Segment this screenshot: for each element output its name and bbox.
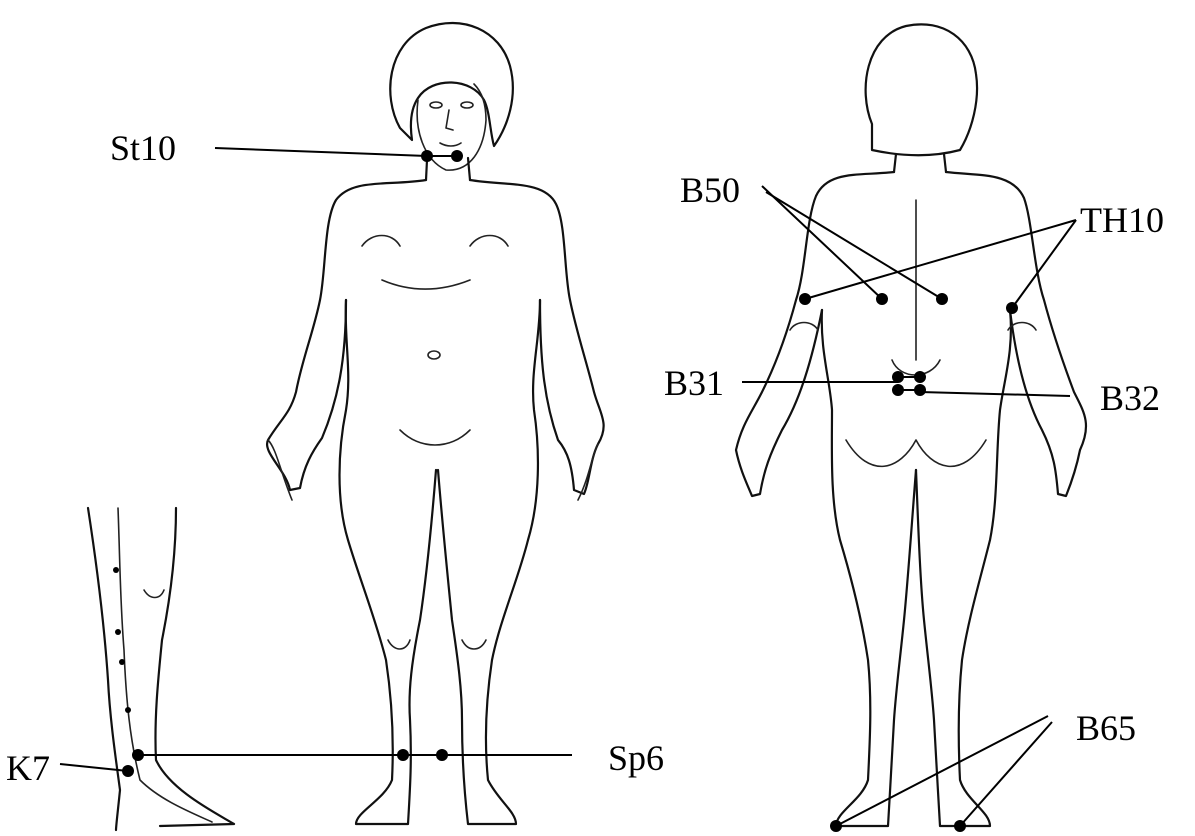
point-b32-right [914,384,926,396]
label-k7: K7 [6,748,50,788]
label-b32: B32 [1100,378,1160,418]
leader-lines [60,148,1076,826]
point-sp6-right [436,749,448,761]
point-th10-left [799,293,811,305]
labels: St10 B50 TH10 B31 B32 K7 Sp6 B65 [6,128,1164,788]
acupoints [122,150,1018,832]
lower-leg-figure [88,508,234,830]
label-b50: B50 [680,170,740,210]
point-b31-right [914,371,926,383]
point-b31-left [892,371,904,383]
label-b65: B65 [1076,708,1136,748]
point-b65-right [954,820,966,832]
point-b50-left [876,293,888,305]
point-sp6-left [397,749,409,761]
point-sp6-leg [132,749,144,761]
point-b65-left [830,820,842,832]
label-b31: B31 [664,363,724,403]
point-st10-left [421,150,433,162]
label-th10: TH10 [1080,200,1164,240]
point-st10-right [451,150,463,162]
point-b50-right [936,293,948,305]
label-sp6: Sp6 [608,738,664,778]
label-st10: St10 [110,128,176,168]
back-figure [736,24,1086,826]
point-b32-left [892,384,904,396]
point-th10-right [1006,302,1018,314]
front-figure [267,23,604,824]
point-k7 [122,765,134,777]
